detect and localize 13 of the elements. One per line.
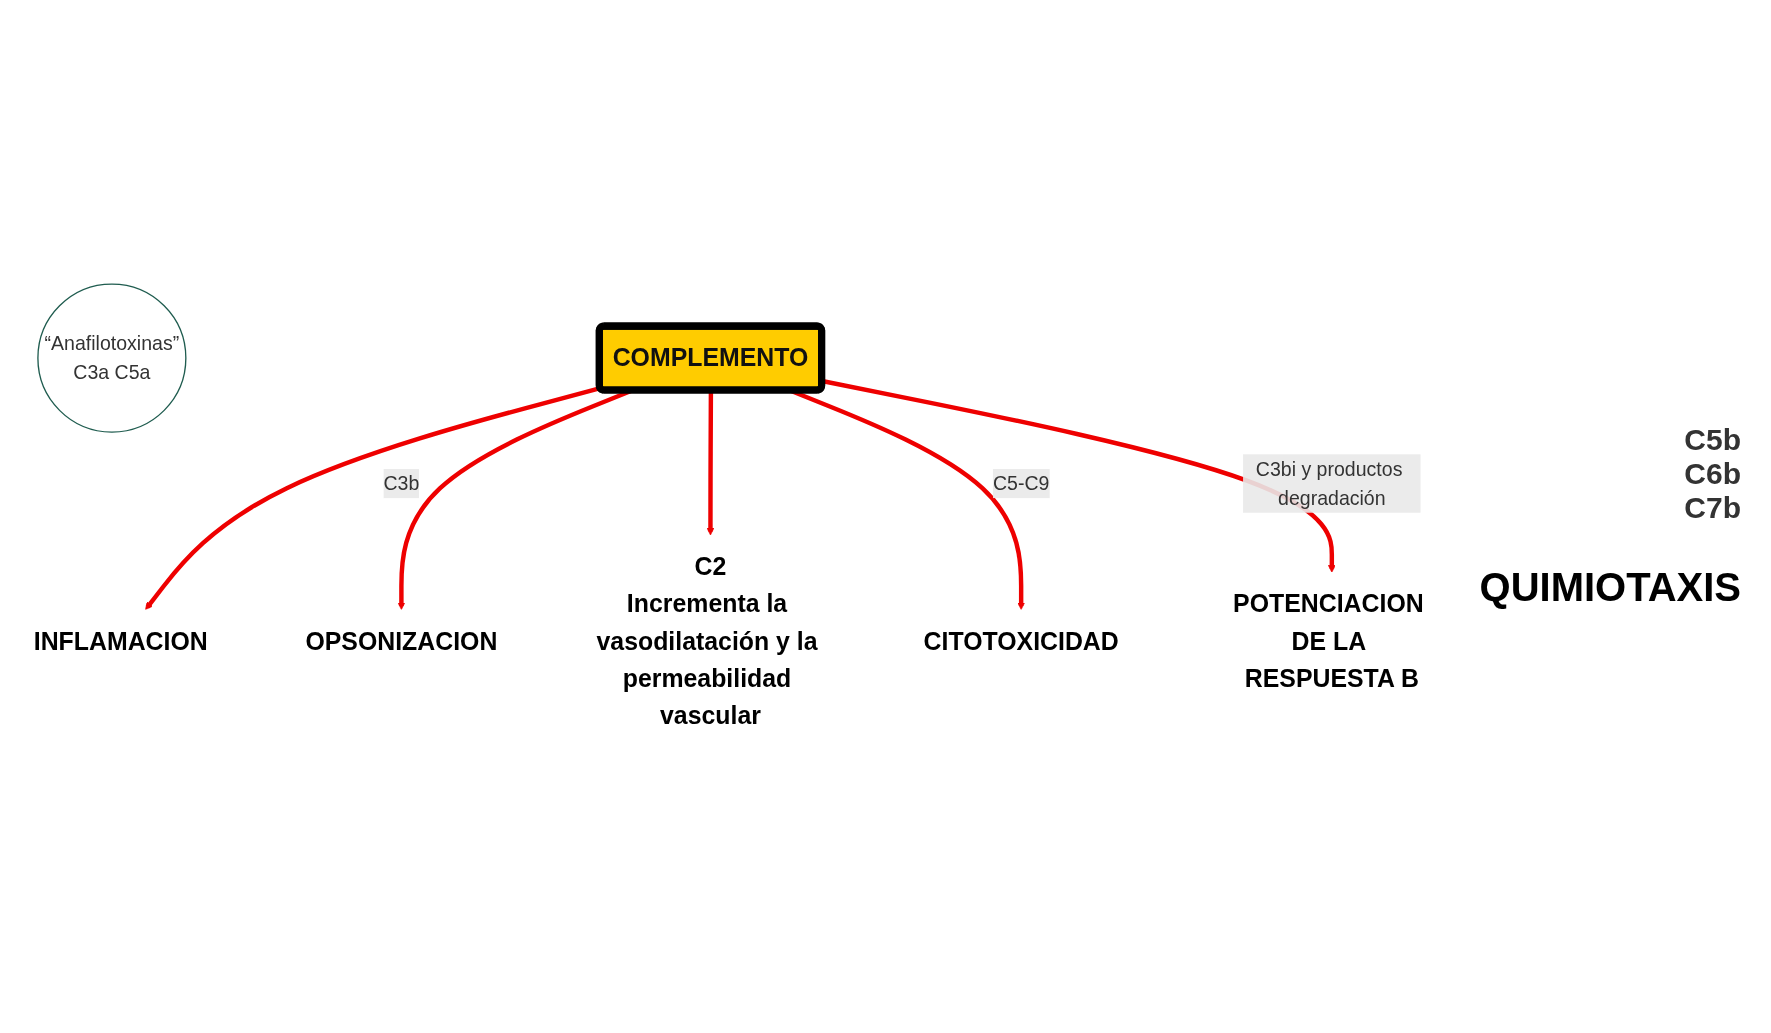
edge-label: C3b (383, 472, 420, 496)
component-label: C5b (1684, 423, 1741, 457)
node-text: OPSONIZACION (305, 627, 498, 656)
node-text: INFLAMACION (33, 627, 208, 656)
node-text: POTENCIACION DE LA RESPUESTA B (1233, 590, 1424, 693)
edge-label: C5-C9 (992, 472, 1050, 496)
component-label: C7b (1684, 491, 1741, 525)
node-text: CITOTOXICIDAD (923, 627, 1119, 656)
function-label: QUIMIOTAXIS (1479, 565, 1741, 610)
node-circle: “Anafilotoxinas” C3a C5a (37, 283, 187, 434)
component-label: C6b (1684, 457, 1741, 491)
node-text: C2 Incrementa la vasodilatación y la permeabilidad vascular (596, 553, 818, 730)
edge-label: C3bi y productos degradación (1255, 458, 1403, 510)
